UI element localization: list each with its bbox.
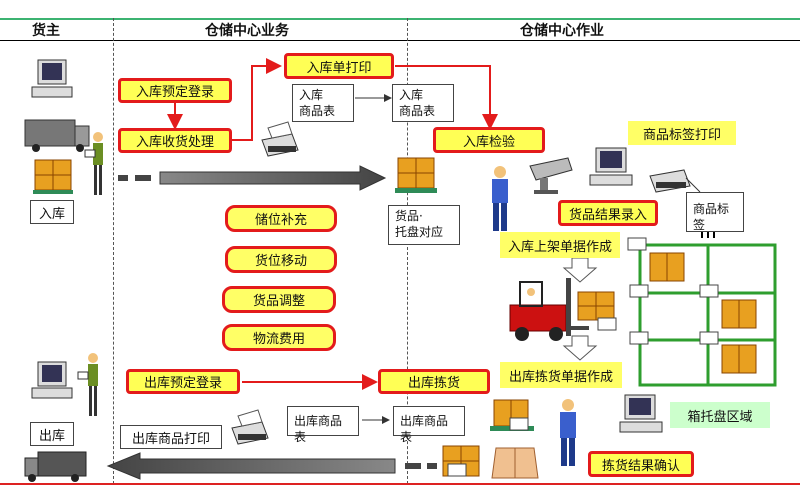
outbound-booking-box[interactable]: 出库预定登录 [126, 369, 240, 394]
printer-icon [261, 121, 299, 157]
inbound-doc-copy: 入库 商品表 [392, 84, 454, 122]
outbound-flow-arrow [106, 452, 437, 480]
header-top-line [0, 18, 800, 20]
printer-icon-outbound [231, 409, 269, 445]
down-arrow-icon [562, 257, 598, 361]
pallet-rack [638, 243, 777, 387]
computer-icon [31, 59, 73, 98]
replenish-box[interactable]: 储位补充 [225, 205, 337, 232]
truck-icon [24, 119, 90, 152]
red-connectors [167, 58, 498, 390]
result-entry-box[interactable]: 货品结果录入 [558, 200, 658, 226]
header-bottom-line [0, 40, 800, 41]
outbound-goods-icon [490, 399, 539, 479]
goods-label-doc: 商品标签 [686, 192, 744, 232]
scanner-icon [529, 157, 573, 194]
outbound-doc: 出库商品表 [287, 406, 359, 444]
inbound-check-box[interactable]: 入库检验 [433, 127, 545, 153]
owner-outbound-label: 出库 [30, 422, 74, 446]
goods-boxes-icon [33, 159, 73, 194]
pallet-boxes-icon [395, 157, 437, 193]
pallet-match-line-1: 货品· [395, 209, 423, 223]
column-divider-left [113, 18, 114, 484]
worker-icon [84, 132, 103, 195]
computer-icon-bottom [31, 361, 73, 399]
logistics-fee-box[interactable]: 物流费用 [222, 324, 336, 351]
picking-doc-label: 出库拣货单据作成 [500, 362, 622, 388]
inbound-doc-line-2: 商品表 [299, 104, 336, 118]
picking-confirm-box[interactable]: 拣货结果确认 [588, 451, 694, 477]
outbound-print-label: 出库商品打印 [120, 425, 222, 449]
forklift-icon [509, 278, 615, 341]
computer-icon-ops [589, 147, 633, 186]
truck-icon-bottom [24, 451, 87, 482]
rack-tags [447, 237, 719, 477]
relocate-box[interactable]: 货位移动 [225, 246, 337, 273]
inbound-flow-arrow [118, 165, 387, 191]
adjust-box[interactable]: 货品调整 [222, 286, 336, 313]
inbound-print-box[interactable]: 入库单打印 [284, 53, 394, 79]
label-print-label: 商品标签打印 [628, 121, 736, 145]
column-header-business: 仓储中心业务 [205, 23, 289, 39]
worker-icon-bottom [77, 353, 98, 416]
inbound-processing-box[interactable]: 入库收货处理 [118, 128, 232, 153]
pallet-match-line-2: 托盘对应 [395, 225, 444, 239]
putaway-doc-label: 入库上架单据作成 [500, 232, 620, 258]
column-header-operations: 仓储中心作业 [520, 23, 604, 39]
picking-box[interactable]: 出库拣货 [378, 369, 490, 394]
owner-inbound-label: 入库 [30, 200, 74, 224]
black-connectors [355, 94, 392, 424]
column-divider-right [407, 18, 408, 484]
inbound-doc-line-1: 入库 [299, 88, 324, 102]
pallet-match-doc: 货品· 托盘对应 [388, 205, 460, 245]
column-header-owner: 货主 [32, 23, 60, 39]
label-printer-icon [649, 169, 701, 193]
inbound-booking-box[interactable]: 入库预定登录 [118, 78, 232, 103]
computer-icon-outbound-ops [619, 394, 663, 433]
picker-icon [560, 399, 576, 466]
inbound-doc-copy-line-2: 商品表 [399, 104, 436, 118]
outbound-doc-copy: 出库商品表 [393, 406, 465, 444]
pallet-area-label: 箱托盘区域 [670, 402, 770, 428]
bottom-line [0, 483, 800, 485]
rack-boxes [649, 252, 757, 374]
inspector-icon [492, 166, 508, 231]
inbound-doc: 入库 商品表 [292, 84, 354, 122]
inbound-doc-copy-line-1: 入库 [399, 88, 424, 102]
